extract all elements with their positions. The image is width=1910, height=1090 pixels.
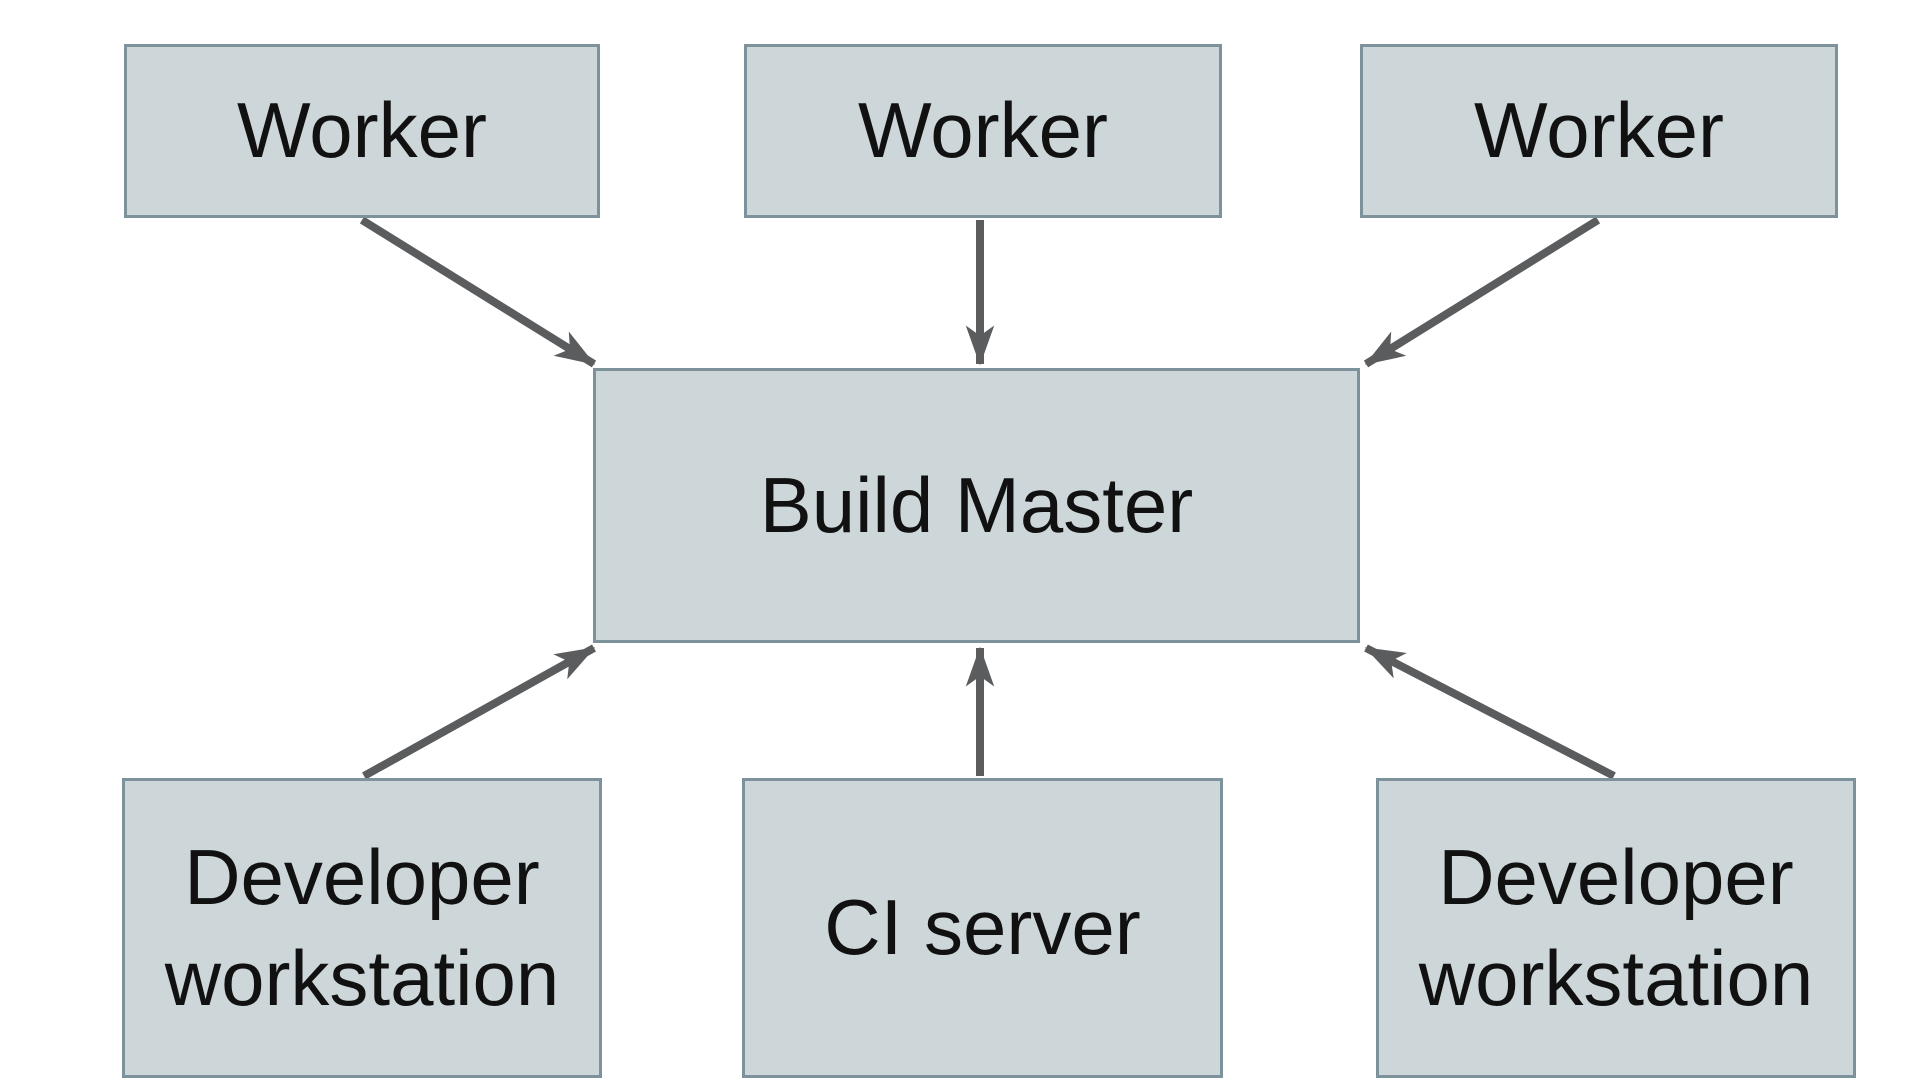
node-build-master-label: Build Master — [759, 460, 1194, 549]
node-worker-2-label: Worker — [858, 86, 1108, 175]
node-worker-1: Worker — [124, 44, 600, 218]
node-developer-workstation-1-label: Developer workstation — [164, 832, 560, 1022]
node-worker-3: Worker — [1360, 44, 1838, 218]
node-ci-server-label: CI server — [824, 883, 1141, 972]
node-ci-server: CI server — [742, 778, 1223, 1078]
node-worker-3-label: Worker — [1474, 86, 1724, 175]
node-build-master: Build Master — [593, 368, 1360, 643]
arrow-devws2-to-build-master — [1364, 644, 1616, 780]
arrow-devws1-to-build-master — [362, 644, 596, 780]
node-developer-workstation-1: Developer workstation — [122, 778, 602, 1078]
arrow-worker3-to-build-master — [1363, 216, 1601, 368]
arrow-worker1-to-build-master — [359, 216, 597, 368]
node-developer-workstation-2-label: Developer workstation — [1418, 832, 1814, 1022]
node-developer-workstation-2: Developer workstation — [1376, 778, 1856, 1078]
node-worker-2: Worker — [744, 44, 1222, 218]
node-worker-1-label: Worker — [237, 86, 487, 175]
